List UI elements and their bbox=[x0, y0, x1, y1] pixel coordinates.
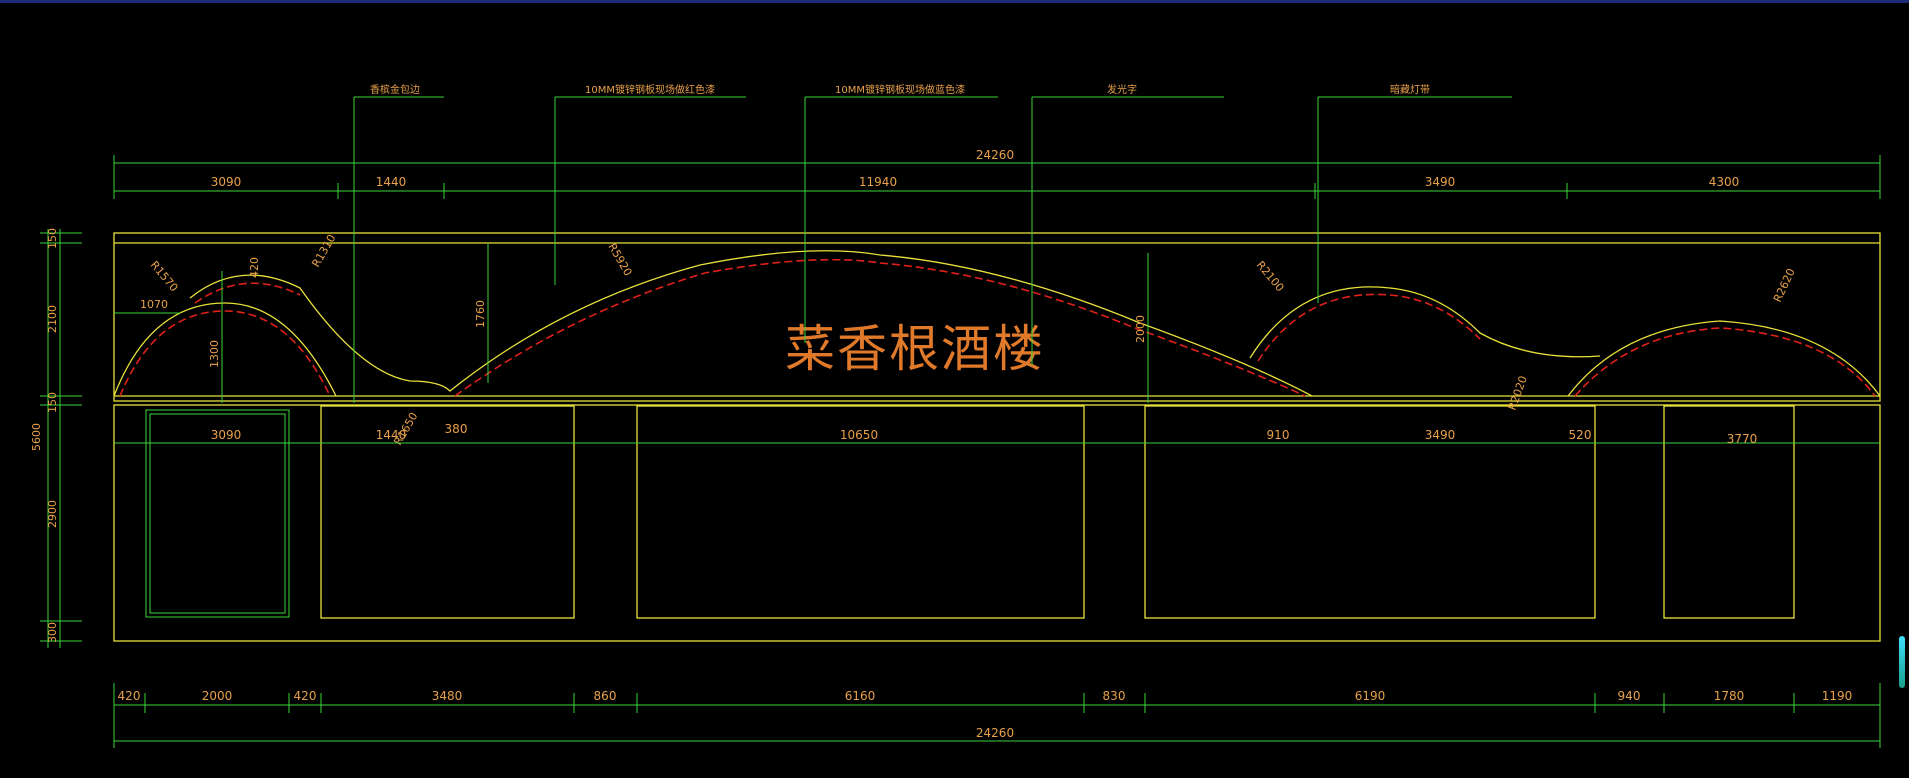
top-seg-dim: 3490 bbox=[1425, 175, 1456, 189]
vdim-ticks bbox=[40, 232, 82, 642]
bottom-seg-dim: 6190 bbox=[1355, 689, 1386, 703]
bottom-seg-dim: 860 bbox=[594, 689, 617, 703]
mid-seg-dim: 3490 bbox=[1425, 428, 1456, 442]
callout-label: 发光字 bbox=[1107, 83, 1137, 96]
bottom-seg-dim: 3480 bbox=[432, 689, 463, 703]
vertical-overall-dim: 5600 bbox=[30, 423, 43, 451]
mid-seg-dim: 910 bbox=[1267, 428, 1290, 442]
callout-label: 暗藏灯带 bbox=[1390, 83, 1430, 96]
glass-window bbox=[636, 405, 1085, 619]
mid-seg-dim: 3770 bbox=[1727, 432, 1758, 446]
top-seg-dim: 1440 bbox=[376, 175, 407, 189]
mid-seg-dim: 1440 bbox=[376, 428, 407, 442]
vertical-seg-dim: 300 bbox=[46, 622, 59, 643]
callout-label: 10MM镀锌钢板现场做蓝色漆 bbox=[835, 83, 965, 96]
bottom-seg-dim: 1190 bbox=[1822, 689, 1853, 703]
radius-label: R1310 bbox=[309, 232, 338, 269]
radius-label: R1570 bbox=[148, 259, 181, 295]
radius-label: R5920 bbox=[605, 241, 634, 278]
callout-leaders bbox=[353, 96, 1512, 403]
glass-window bbox=[320, 405, 575, 619]
vertical-seg-dim: 150 bbox=[46, 392, 59, 413]
bottom-seg-dim: 940 bbox=[1618, 689, 1641, 703]
bottom-seg-dim: 2000 bbox=[202, 689, 233, 703]
mid-seg-dim: 10650 bbox=[840, 428, 878, 442]
signage-text: 菜香根酒楼 bbox=[785, 320, 1045, 378]
radius-label: R2100 bbox=[1254, 259, 1287, 295]
bottom-seg-dim: 420 bbox=[118, 689, 141, 703]
wave-dash-curve bbox=[119, 258, 1876, 397]
inner-dim: 1300 bbox=[208, 340, 221, 368]
bottom-seg-dim: 420 bbox=[294, 689, 317, 703]
upper-panel bbox=[113, 232, 1881, 402]
mid-seg-dim: 3090 bbox=[211, 428, 242, 442]
dim-ticks bbox=[113, 155, 1881, 199]
window-frame bbox=[145, 409, 290, 618]
top-seg-dim: 4300 bbox=[1709, 175, 1740, 189]
vertical-seg-dim: 150 bbox=[46, 228, 59, 249]
bottom-overall-dim: 24260 bbox=[976, 726, 1014, 740]
glass-window bbox=[1144, 405, 1596, 619]
vertical-seg-dim: 2100 bbox=[46, 305, 59, 333]
top-seg-dim: 11940 bbox=[859, 175, 897, 189]
cad-drawing-canvas[interactable]: 菜香根酒楼 24260 3090 1440 11940 3490 4300 香槟… bbox=[0, 3, 1909, 778]
mid-seg-dim: 380 bbox=[445, 422, 468, 436]
bottom-seg-dim: 1780 bbox=[1714, 689, 1745, 703]
inner-dim-lines bbox=[114, 243, 1149, 403]
bottom-ticks bbox=[113, 683, 1881, 748]
bottom-seg-dim: 6160 bbox=[845, 689, 876, 703]
top-overall-dim: 24260 bbox=[976, 148, 1014, 162]
mid-seg-dim: 520 bbox=[1569, 428, 1592, 442]
vertical-seg-dim: 2900 bbox=[46, 500, 59, 528]
inner-dim: 1760 bbox=[474, 300, 487, 328]
glass-window bbox=[1663, 405, 1795, 619]
inner-dim: 2000 bbox=[1134, 315, 1147, 343]
window-frame bbox=[149, 413, 286, 614]
radius-label: R2620 bbox=[1771, 266, 1798, 304]
bottom-seg-dim: 830 bbox=[1103, 689, 1126, 703]
wave-outline bbox=[113, 250, 1881, 397]
lower-panel bbox=[113, 404, 1881, 642]
window-top-bar bbox=[0, 0, 1909, 3]
top-seg-dim: 3090 bbox=[211, 175, 242, 189]
inner-dim: 1070 bbox=[140, 298, 168, 311]
vertical-scrollbar[interactable] bbox=[1899, 636, 1905, 688]
callout-label: 香槟金包边 bbox=[370, 83, 420, 96]
inner-dim: 420 bbox=[248, 257, 261, 278]
callout-label: 10MM镀锌钢板现场做红色漆 bbox=[585, 83, 715, 96]
